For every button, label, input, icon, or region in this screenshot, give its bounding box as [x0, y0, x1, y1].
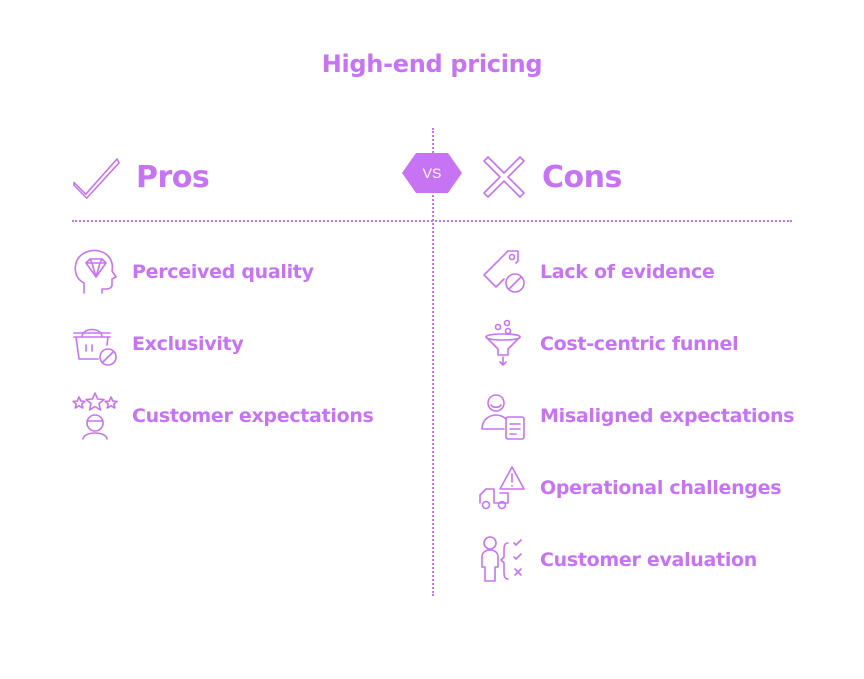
cons-item: Customer evaluation — [478, 534, 757, 586]
vs-label: VS — [423, 165, 442, 181]
stars-person-icon — [72, 392, 118, 440]
cons-item: Lack of evidence — [478, 246, 715, 298]
cons-header: Cons — [480, 150, 622, 204]
pros-header: Pros — [72, 150, 210, 204]
person-document-icon — [481, 394, 525, 440]
cons-item-label: Cost-centric funnel — [540, 333, 739, 355]
basket-no-icon — [73, 328, 117, 366]
vs-badge: VS — [402, 151, 462, 199]
pros-item-label: Exclusivity — [132, 333, 244, 355]
funnel-icon — [485, 319, 521, 366]
pros-item: Exclusivity — [70, 318, 244, 370]
cons-heading: Cons — [542, 159, 622, 195]
page-title: High-end pricing — [321, 50, 543, 78]
vertical-divider — [432, 128, 434, 596]
cons-item-label: Misaligned expectations — [540, 405, 795, 427]
cons-item: Cost-centric funnel — [478, 318, 739, 370]
cons-item: Operational challenges — [478, 462, 782, 514]
cons-item-label: Operational challenges — [540, 477, 782, 499]
cons-item: Misaligned expectations — [478, 390, 794, 442]
pros-heading: Pros — [136, 159, 210, 195]
diamond-head-icon — [74, 249, 117, 294]
person-checklist-icon — [481, 536, 522, 582]
checkmark-icon — [73, 158, 120, 199]
cons-item-label: Customer evaluation — [540, 549, 758, 571]
tag-no-icon — [483, 250, 525, 293]
cross-icon — [483, 156, 525, 198]
pros-item: Customer expectations — [70, 390, 374, 442]
horizontal-divider — [72, 220, 792, 222]
pros-item-label: Perceived quality — [132, 261, 314, 283]
cons-item-label: Lack of evidence — [540, 261, 715, 283]
pros-item-label: Customer expectations — [132, 405, 374, 427]
pros-item: Perceived quality — [70, 246, 314, 298]
truck-warning-icon — [479, 466, 525, 510]
